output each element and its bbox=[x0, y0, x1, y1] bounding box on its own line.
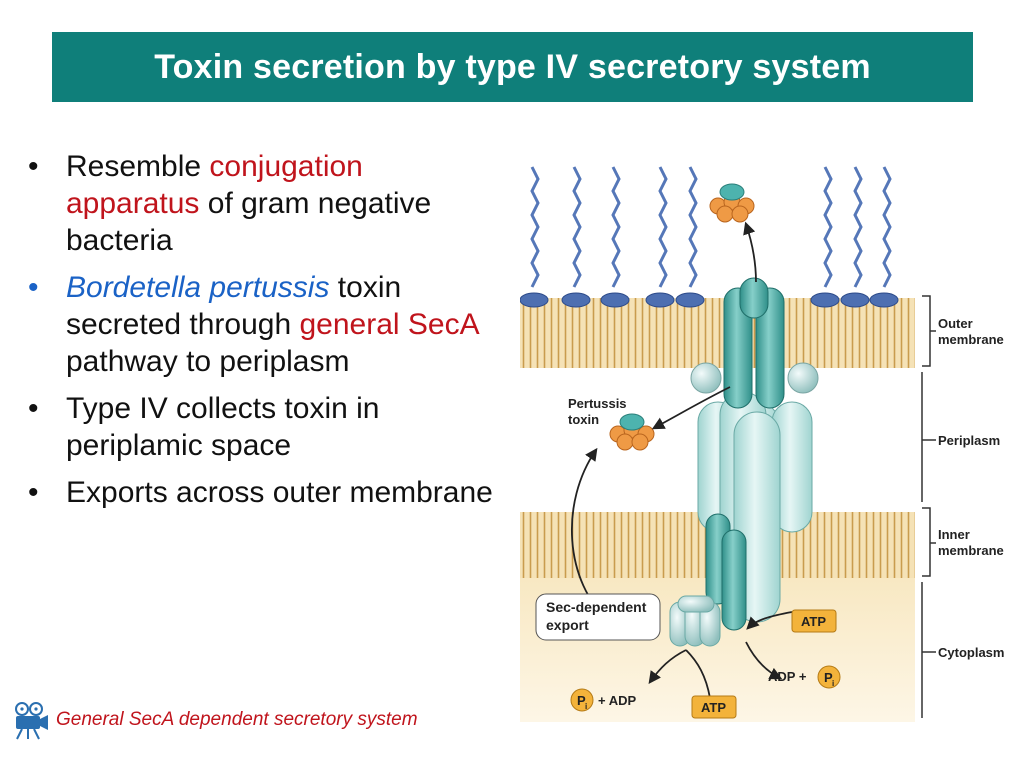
bullet-marker: • bbox=[28, 150, 39, 183]
pi-right-sub: i bbox=[832, 679, 834, 688]
bullet-2-text: toxin secreted through bbox=[66, 271, 402, 341]
outer-membrane-label-1: Outer bbox=[938, 316, 973, 331]
pi-left-sub: i bbox=[585, 702, 587, 711]
footer: General SecA dependent secretory system bbox=[10, 700, 418, 740]
sec-export-line1: Sec-dependent bbox=[546, 599, 647, 615]
bullet-1-highlight: conjugation apparatus bbox=[66, 150, 363, 220]
periplasm-label: Periplasm bbox=[938, 433, 1000, 448]
footer-caption: General SecA dependent secretory system bbox=[56, 709, 418, 730]
pi-badge-left bbox=[570, 688, 594, 712]
bullet-marker: • bbox=[28, 476, 39, 509]
pertussis-toxin-periplasm bbox=[609, 413, 655, 451]
pertussis-toxin-top bbox=[709, 183, 755, 223]
lps-heads bbox=[520, 292, 899, 308]
bullet-item-4: • Exports across outer membrane bbox=[24, 474, 494, 511]
adp-left: + ADP bbox=[598, 693, 636, 708]
cytoplasm-label: Cytoplasm bbox=[938, 645, 1004, 660]
bullet-2-rest: pathway to periplasm bbox=[66, 345, 350, 378]
slide-title: Toxin secretion by type IV secretory sys… bbox=[154, 47, 871, 86]
toxin-label-line1: Pertussis bbox=[568, 396, 627, 411]
bullet-marker: • bbox=[28, 271, 39, 304]
pi-right: P bbox=[824, 670, 833, 685]
layer-brackets bbox=[921, 295, 936, 718]
sec-export-box bbox=[535, 593, 661, 641]
bullet-1-text: Resemble bbox=[66, 150, 210, 183]
outer-membrane bbox=[520, 298, 915, 368]
atp-badge-bottom bbox=[691, 695, 737, 719]
inner-membrane-label-1: Inner bbox=[938, 527, 970, 542]
adp-right: ADP + bbox=[768, 669, 807, 684]
atp-right: ATP bbox=[801, 614, 826, 629]
toxin-label-line2: toxin bbox=[568, 412, 599, 427]
outer-membrane-label-2: membrane bbox=[938, 332, 1004, 347]
bullet-2-organism: Bordetella pertussis bbox=[66, 271, 330, 304]
bullet-1-rest: of gram negative bacteria bbox=[66, 187, 432, 257]
bullet-3-text: Type IV collects toxin in periplamic spa… bbox=[66, 392, 380, 462]
sec-export-line2: export bbox=[546, 617, 589, 633]
pi-badge-right bbox=[817, 665, 841, 689]
title-bar: Toxin secretion by type IV secretory sys… bbox=[52, 32, 973, 102]
bullet-item-1: • Resemble conjugation apparatus of gram… bbox=[24, 148, 494, 259]
bullet-2-highlight: general SecA bbox=[299, 308, 478, 341]
atp-bottom: ATP bbox=[701, 700, 726, 715]
secretion-diagram: Sec-dependent export Pertussis toxin ATP… bbox=[520, 166, 1004, 722]
bullet-item-2: • Bordetella pertussis toxin secreted th… bbox=[24, 269, 494, 380]
atp-badge-right bbox=[791, 609, 837, 633]
pi-left: P bbox=[577, 693, 586, 708]
lps-chains bbox=[530, 166, 892, 288]
bullet-item-3: • Type IV collects toxin in periplamic s… bbox=[24, 390, 494, 464]
bullet-list: • Resemble conjugation apparatus of gram… bbox=[24, 148, 494, 521]
bullet-4-text: Exports across outer membrane bbox=[66, 476, 493, 509]
type-iv-channel bbox=[669, 277, 819, 647]
inner-membrane-label-2: membrane bbox=[938, 543, 1004, 558]
bullet-marker: • bbox=[28, 392, 39, 425]
film-projector-icon[interactable] bbox=[10, 700, 50, 740]
